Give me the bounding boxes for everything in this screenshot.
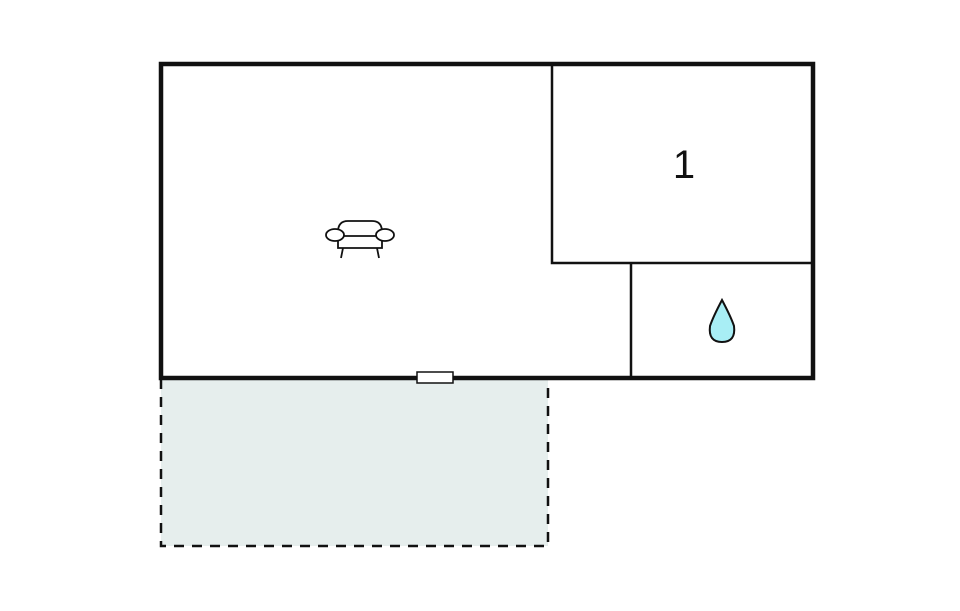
- terrace: [159, 379, 550, 548]
- room-number-label: 1: [673, 143, 695, 187]
- outer-walls: [158, 61, 816, 381]
- bedroom-walls: [550, 64, 811, 265]
- armchair-icon: [325, 220, 395, 259]
- door: [416, 371, 454, 384]
- water-drop-icon: [708, 297, 736, 344]
